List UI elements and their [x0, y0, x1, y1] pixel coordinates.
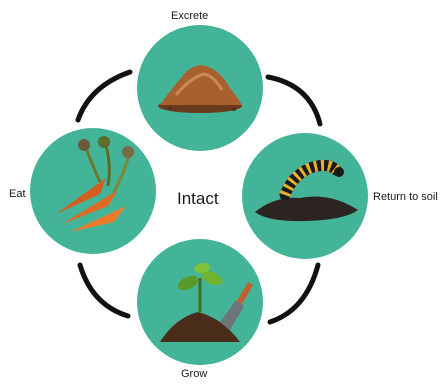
- stage-label-grow: Grow: [181, 368, 207, 380]
- stage-label-excrete: Excrete: [171, 10, 208, 22]
- cycle-arc-eat-to-excrete: [78, 72, 130, 120]
- stage-eat: [30, 128, 156, 254]
- stage-grow: [137, 239, 263, 365]
- stage-excrete: [137, 25, 263, 151]
- stage-label-eat: Eat: [9, 188, 26, 200]
- center-label: Intact: [177, 189, 219, 209]
- stage-label-return-to-soil: Return to soil: [373, 191, 438, 203]
- cycle-arc-grow-to-eat: [80, 265, 128, 316]
- cycle-arc-excrete-to-return: [268, 77, 320, 124]
- cycle-arc-return-to-grow: [270, 265, 318, 322]
- stage-return-to-soil: [242, 133, 368, 259]
